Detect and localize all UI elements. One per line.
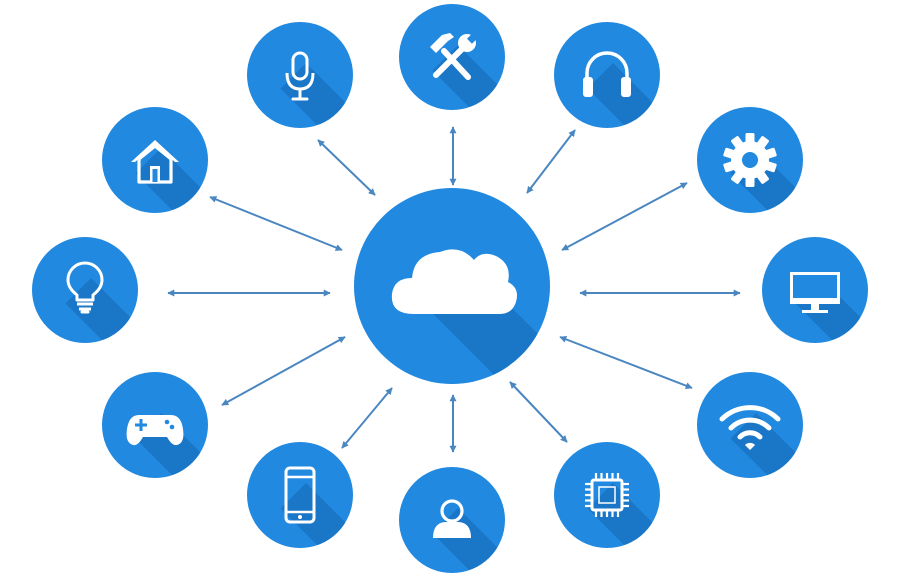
lightbulb-icon [66,261,104,314]
microphone-icon [285,51,315,101]
arrow-smartphone [341,387,393,449]
cpu-chip-icon [585,473,629,517]
node-microphone [247,22,353,128]
arrow-settings [561,182,688,251]
arrow-gamepad [221,336,346,406]
node-user [399,467,505,573]
gear-icon [723,133,777,187]
node-gamepad [102,372,208,478]
headphones-icon [583,51,631,97]
wifi-icon [719,405,781,450]
connection-arrows [167,126,741,453]
arrow-chip [509,381,568,443]
node-tools [399,4,505,110]
node-monitor [762,237,868,343]
node-lightbulb [32,237,138,343]
home-icon [131,140,179,184]
node-wifi [697,372,803,478]
monitor-icon [790,272,840,313]
arrow-wifi [559,336,693,389]
node-chip [554,442,660,548]
node-headphones [554,22,660,128]
hammer-wrench-icon [430,31,480,80]
node-smartphone [247,442,353,548]
user-icon [433,499,471,538]
smartphone-icon [284,466,316,524]
cloud-icon [391,249,517,314]
hub-node [354,188,550,384]
device-nodes [32,4,868,573]
node-home [102,107,208,213]
arrow-headphones [526,129,576,194]
node-settings [697,107,803,213]
arrow-home [209,196,343,251]
gamepad-icon [126,415,184,446]
cloud-hub [354,188,550,384]
arrow-microphone [317,139,376,196]
